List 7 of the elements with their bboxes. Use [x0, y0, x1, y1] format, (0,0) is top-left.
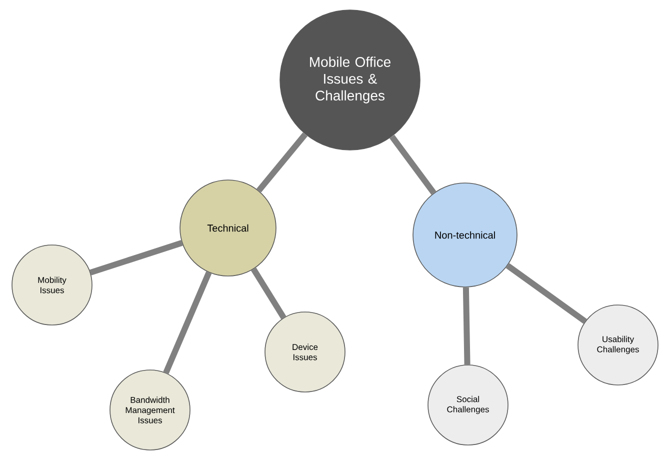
connector-line [250, 268, 286, 320]
connector-line [163, 271, 212, 374]
connector-line [506, 263, 587, 324]
connector-line [90, 240, 183, 276]
connector-line [462, 287, 470, 365]
connector-line [390, 134, 436, 195]
connector-line [256, 132, 308, 193]
